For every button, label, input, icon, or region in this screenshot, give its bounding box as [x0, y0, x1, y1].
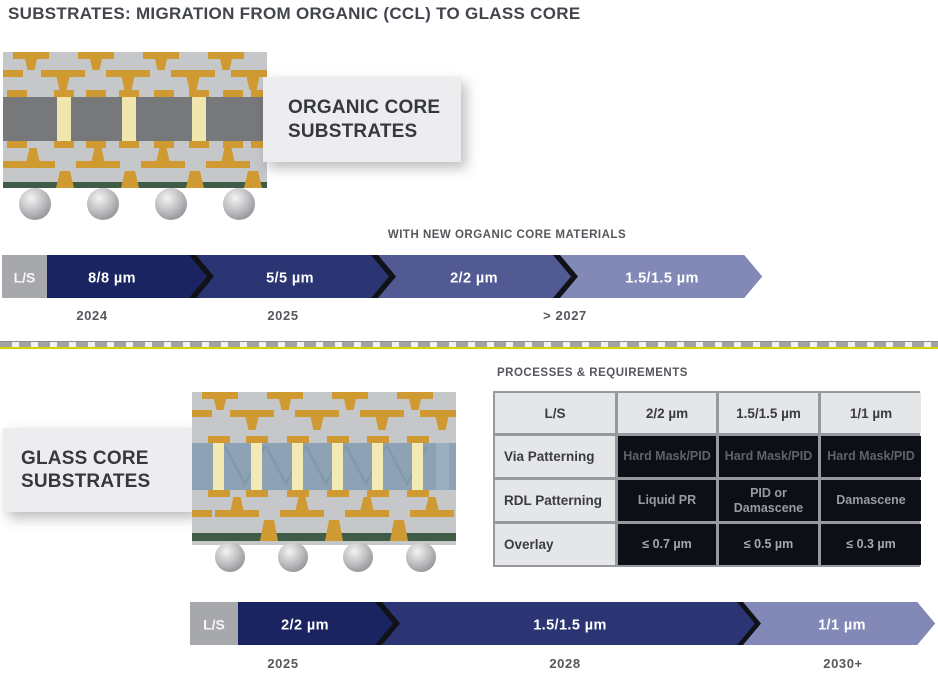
row-label-rdl-patterning: RDL Patterning — [495, 480, 615, 521]
glass-substrate-illustration — [192, 392, 456, 572]
glass-solder-mask — [192, 533, 456, 541]
processes-requirements-table: L/S 2/2 µm 1.5/1.5 µm 1/1 µm Via Pattern… — [493, 391, 921, 567]
ls-box — [2, 255, 47, 298]
row-label-via-patterning: Via Patterning — [495, 436, 615, 477]
processes-requirements-title: PROCESSES & REQUIREMENTS — [497, 367, 688, 379]
organic-core-substrates-label: ORGANIC CORE SUBSTRATES — [263, 77, 461, 162]
glass-crack-lines — [223, 445, 429, 487]
table-header-2-2um: 2/2 µm — [618, 393, 716, 433]
year-2027: > 2027 — [543, 308, 587, 323]
section-divider — [0, 341, 938, 349]
rdl-patterning-2-2: Liquid PR — [618, 480, 716, 521]
organic-substrate-illustration — [3, 52, 267, 220]
row-label-overlay: Overlay — [495, 524, 615, 565]
table-header-1-1um: 1/1 µm — [821, 393, 921, 433]
rdl-patterning-1-1: Damascene — [821, 480, 921, 521]
arrow-glass-1-1um — [743, 602, 935, 645]
arrow-2-2um — [378, 255, 571, 298]
glass-feet — [260, 520, 408, 541]
arrow-glass-1p5um-label: 1.5/1.5 µm — [533, 618, 607, 634]
arrow-8-8um — [47, 255, 207, 298]
year-2030plus: 2030+ — [823, 656, 863, 671]
table-header-1p5um: 1.5/1.5 µm — [719, 393, 818, 433]
organic-feet — [56, 171, 262, 188]
overlay-1-1: ≤ 0.3 µm — [821, 524, 921, 565]
organic-core-vias — [57, 97, 206, 141]
ls-box-glass-label: L/S — [203, 617, 225, 633]
arrow-1p5-1p5um — [560, 255, 762, 298]
organic-copper-traces — [3, 52, 267, 168]
rdl-patterning-1p5: PID or Damascene — [719, 480, 818, 521]
ls-box-glass — [190, 602, 238, 645]
glass-core-substrates-text: GLASS CORE SUBSTRATES — [21, 447, 151, 492]
organic-roadmap-timeline: L/S 8/8 µm 5/5 µm 2/2 µm 1.5/1.5 µm — [2, 255, 762, 298]
glass-solder-balls — [215, 542, 436, 572]
arrow-2-2um-label: 2/2 µm — [450, 271, 498, 287]
via-patterning-1p5: Hard Mask/PID — [719, 436, 818, 477]
glass-copper-traces — [192, 392, 456, 517]
arrow-8-8um-label: 8/8 µm — [88, 271, 136, 287]
year-2025-top: 2025 — [267, 308, 299, 323]
glass-light-column — [436, 443, 449, 490]
organic-core-substrates-text: ORGANIC CORE SUBSTRATES — [288, 97, 441, 142]
arrow-1p5-1p5um-label: 1.5/1.5 µm — [625, 271, 699, 287]
arrow-5-5um — [196, 255, 389, 298]
organic-timeline-note: WITH NEW ORGANIC CORE MATERIALS — [387, 229, 627, 241]
arrow-glass-2-2um — [238, 602, 393, 645]
year-2025-bottom: 2025 — [267, 656, 299, 671]
table-header-ls: L/S — [495, 393, 615, 433]
year-2028: 2028 — [549, 656, 581, 671]
glass-roadmap-timeline: L/S 2/2 µm 1.5/1.5 µm 1/1 µm — [190, 602, 935, 645]
via-patterning-1-1: Hard Mask/PID — [821, 436, 921, 477]
overlay-1p5: ≤ 0.5 µm — [719, 524, 818, 565]
arrow-glass-2-2um-label: 2/2 µm — [281, 618, 329, 634]
overlay-2-2: ≤ 0.7 µm — [618, 524, 716, 565]
arrow-5-5um-label: 5/5 µm — [266, 271, 314, 287]
organic-solder-balls — [19, 188, 255, 220]
via-patterning-2-2: Hard Mask/PID — [618, 436, 716, 477]
ls-box-label: L/S — [14, 270, 36, 286]
year-2024: 2024 — [76, 308, 108, 323]
page-title: SUBSTRATES: MIGRATION FROM ORGANIC (CCL)… — [8, 4, 581, 23]
arrow-glass-1p5um — [382, 602, 755, 645]
arrow-glass-1-1um-label: 1/1 µm — [818, 618, 866, 634]
glass-core-substrates-label: GLASS CORE SUBSTRATES — [3, 428, 193, 512]
glass-through-vias — [213, 443, 423, 490]
